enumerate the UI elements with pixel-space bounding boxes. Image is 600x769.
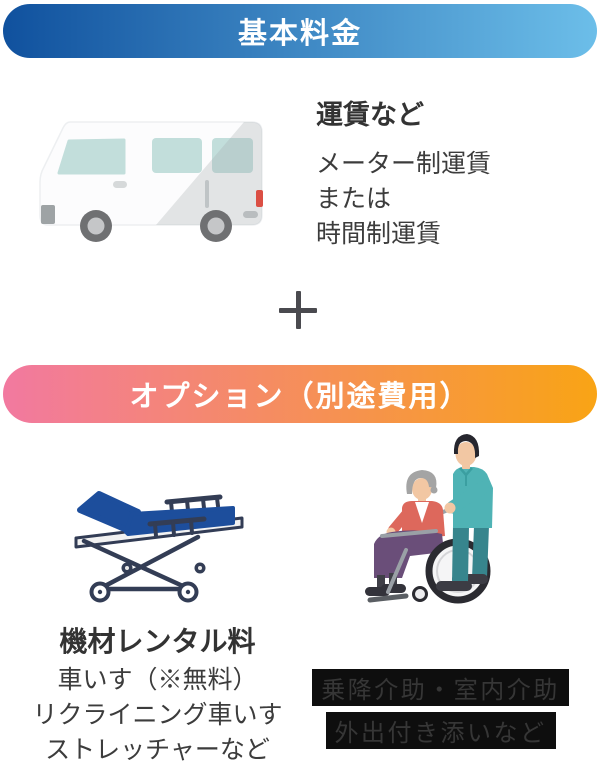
fare-line: または <box>316 185 392 213</box>
option-fare-banner: オプション（別途費用） <box>3 365 597 423</box>
caregiver-wheelchair-icon <box>365 434 493 604</box>
option-fare-banner-label: オプション（別途費用） <box>129 381 471 413</box>
assistance-line: 外出付き添いなど <box>325 712 556 749</box>
equipment-line: ストレッチャーなど <box>45 736 270 764</box>
equipment-lines: 車いす（※無料） リクライニング車いす ストレッチャーなど <box>0 663 315 768</box>
van-icon <box>39 121 263 242</box>
plus-icon <box>279 291 317 329</box>
fare-description: 運賃など メーター制運賃 または 時間制運賃 <box>316 93 491 252</box>
basic-fare-banner: 基本料金 <box>3 4 597 58</box>
equipment-heading: 機材レンタル料 <box>59 626 256 657</box>
equipment-line: リクライニング車いす <box>32 701 283 729</box>
assistance-box: 乗降介助・室内介助 外出付き添いなど <box>300 663 581 769</box>
equipment-line: 車いす（※無料） <box>57 666 258 694</box>
fare-line: メーター制運賃 <box>316 150 492 178</box>
fare-line: 時間制運賃 <box>316 220 442 248</box>
fare-heading: 運賃など <box>316 100 424 130</box>
basic-fare-banner-label: 基本料金 <box>237 18 362 50</box>
assistance-line: 乗降介助・室内介助 <box>312 669 569 706</box>
stretcher-icon <box>74 491 244 603</box>
